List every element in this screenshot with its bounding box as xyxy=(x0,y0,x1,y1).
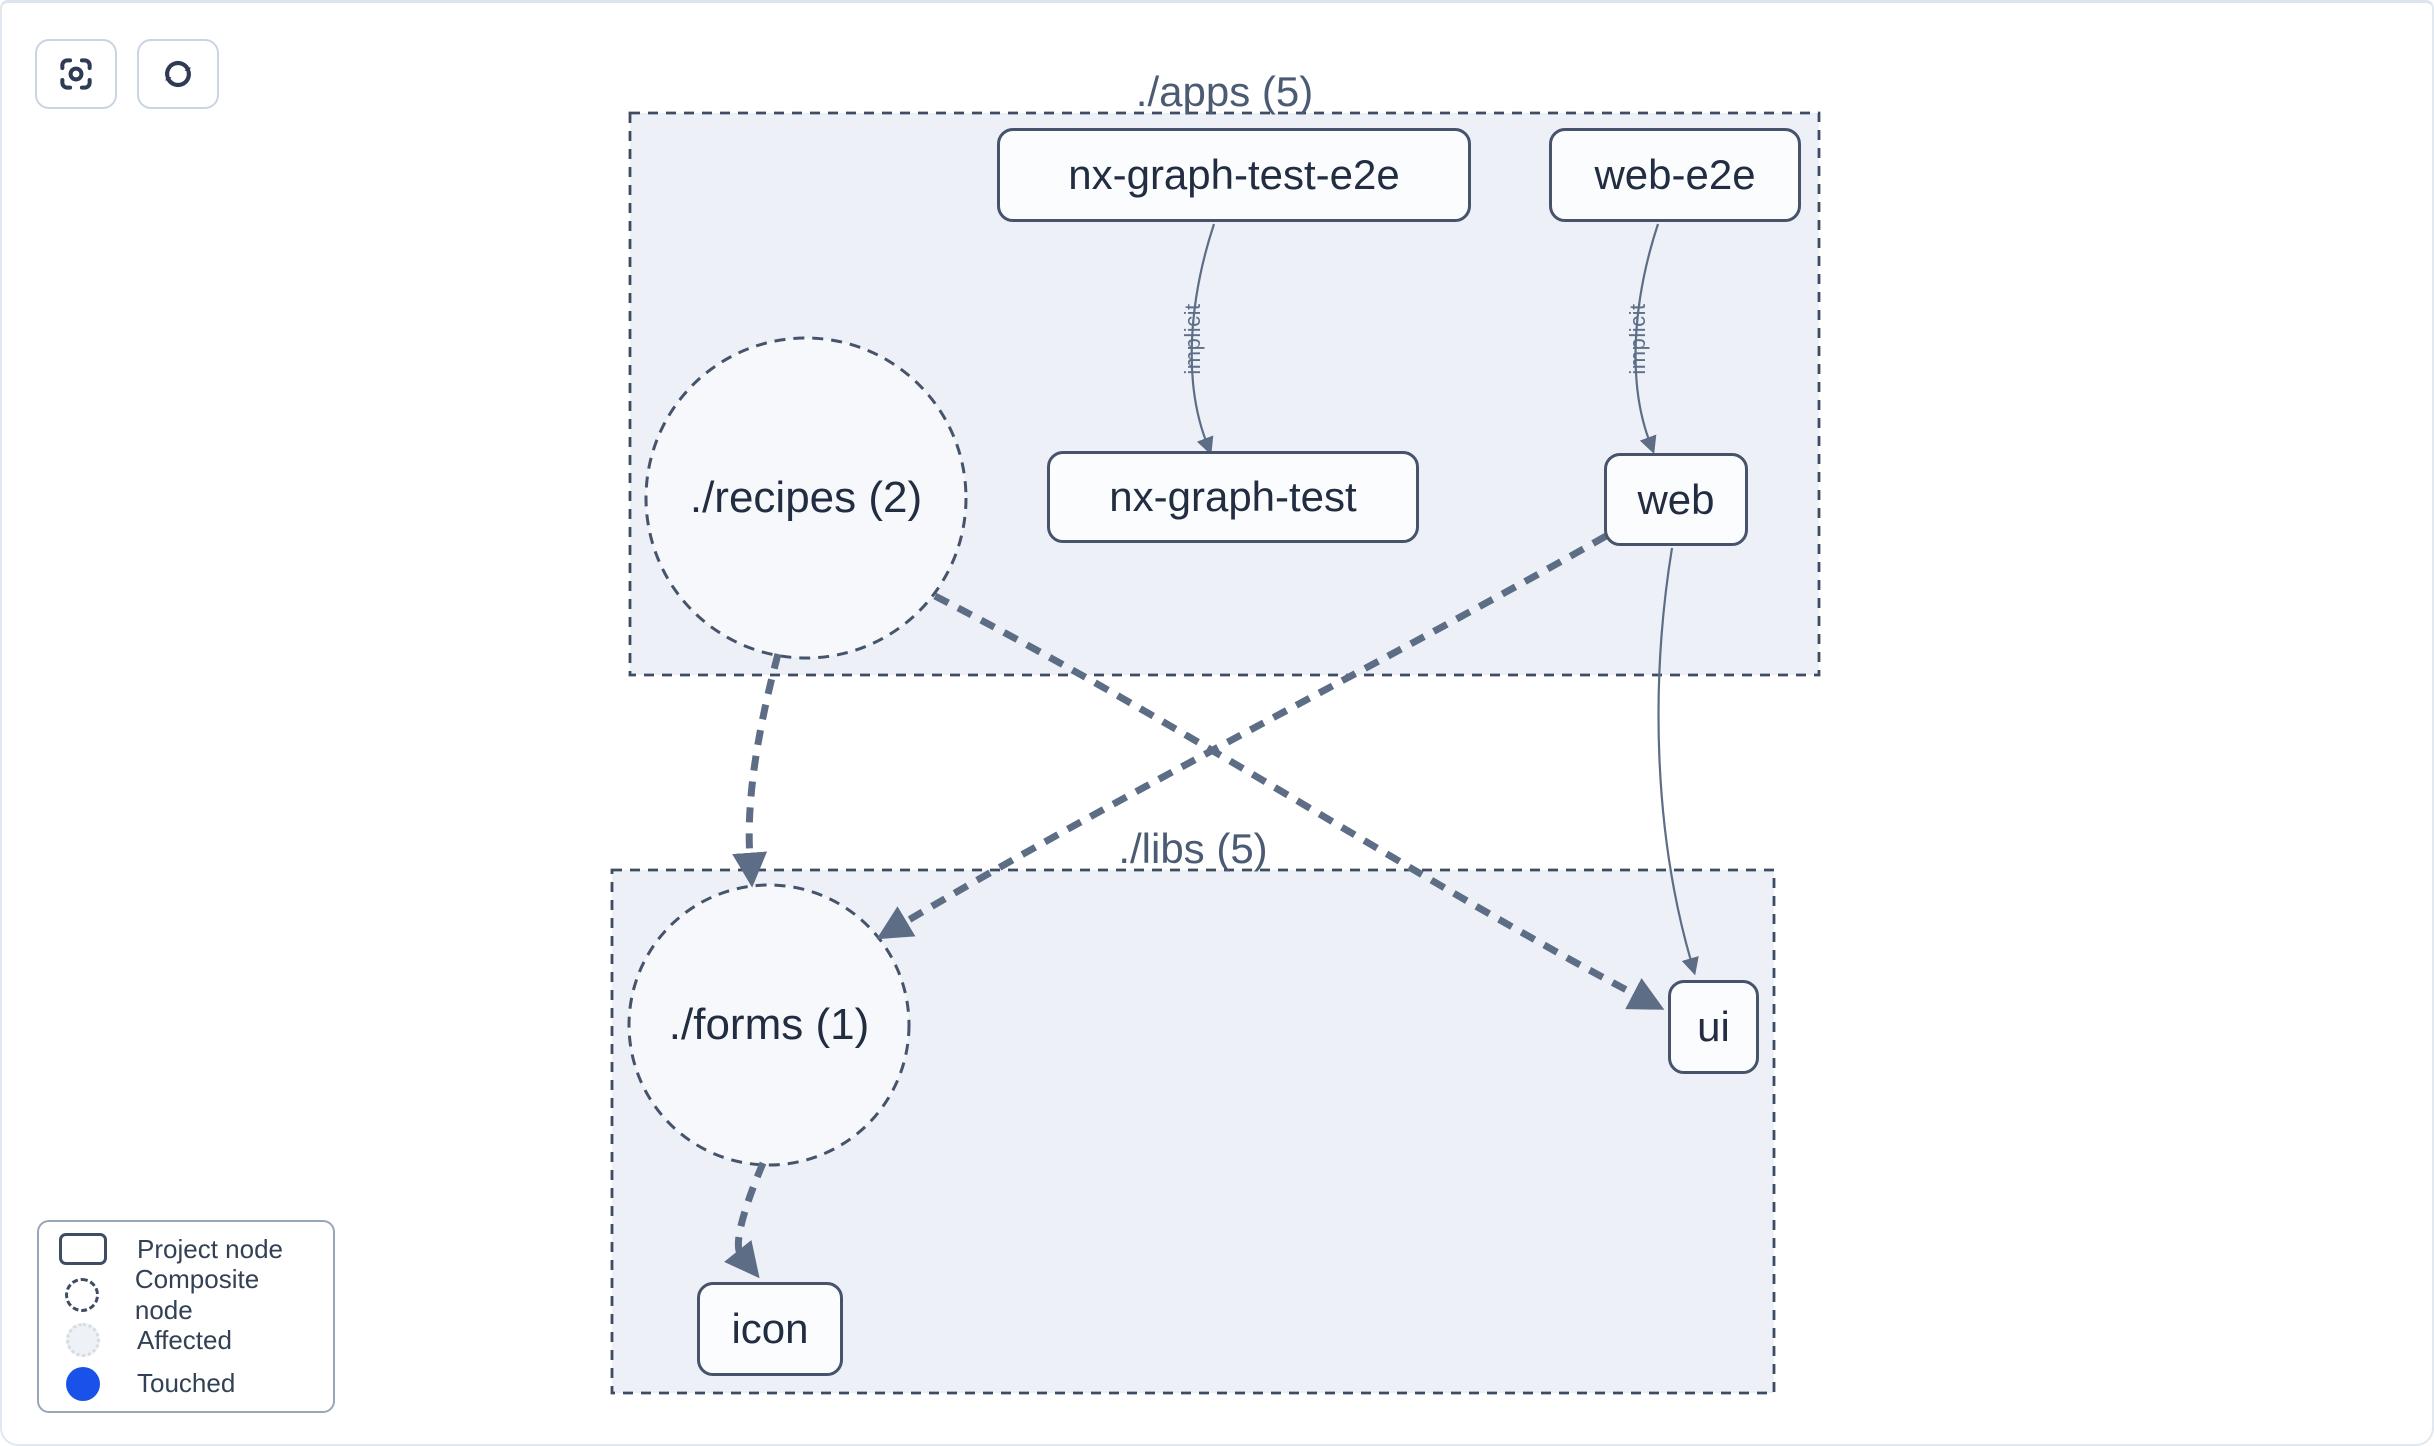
group-libs-title: ./libs (5) xyxy=(1118,825,1268,872)
toolbar xyxy=(35,39,219,109)
node-nx-graph-test-e2e[interactable]: nx-graph-test-e2e xyxy=(997,128,1471,222)
edge-label-implicit-1: implicit xyxy=(1180,303,1205,375)
edge-recipes-to-forms xyxy=(732,653,782,888)
touched-swatch-icon xyxy=(66,1366,100,1401)
node-ui[interactable]: ui xyxy=(1668,980,1759,1074)
focus-icon xyxy=(55,53,97,95)
edge-web-e2e-to-web xyxy=(1634,223,1660,455)
legend-label: Touched xyxy=(137,1368,236,1399)
node-web[interactable]: web xyxy=(1604,453,1748,546)
legend-label: Composite node xyxy=(134,1263,260,1325)
edge-nx-graph-test-e2e-to-nx-graph-test xyxy=(1190,223,1216,455)
node-nx-graph-test[interactable]: nx-graph-test xyxy=(1047,451,1419,543)
affected-swatch-icon xyxy=(66,1323,100,1357)
legend-label: Project node xyxy=(137,1233,283,1264)
node-icon[interactable]: icon xyxy=(697,1282,843,1376)
node-forms-label[interactable]: ./forms (1) xyxy=(668,1000,870,1049)
legend-item-composite-node: Composite node xyxy=(55,1264,317,1325)
edge-recipes-to-ui xyxy=(933,592,1665,1010)
refresh-icon xyxy=(157,53,199,95)
project-node-swatch-icon xyxy=(59,1233,107,1266)
edge-label-implicit-2: implicit xyxy=(1625,303,1650,375)
legend: Project node Composite node Affected Tou… xyxy=(37,1220,335,1413)
edge-web-to-ui xyxy=(1657,547,1699,976)
legend-item-touched: Touched xyxy=(55,1366,317,1401)
edge-web-to-forms xyxy=(876,532,1608,940)
composite-node-swatch-icon xyxy=(64,1277,99,1312)
focus-mode-button[interactable] xyxy=(35,39,117,109)
node-recipes-circle[interactable] xyxy=(644,336,968,660)
node-web-e2e[interactable]: web-e2e xyxy=(1549,128,1801,222)
node-recipes-label[interactable]: ./recipes (2) xyxy=(689,473,923,522)
legend-item-affected: Affected xyxy=(55,1323,317,1358)
legend-label: Affected xyxy=(137,1324,232,1355)
legend-item-project-node: Project node xyxy=(55,1232,317,1267)
refresh-button[interactable] xyxy=(137,39,219,109)
node-forms-circle[interactable] xyxy=(627,883,911,1167)
edge-forms-to-icon xyxy=(724,1161,767,1279)
group-apps-title: ./apps (5) xyxy=(1135,68,1314,115)
